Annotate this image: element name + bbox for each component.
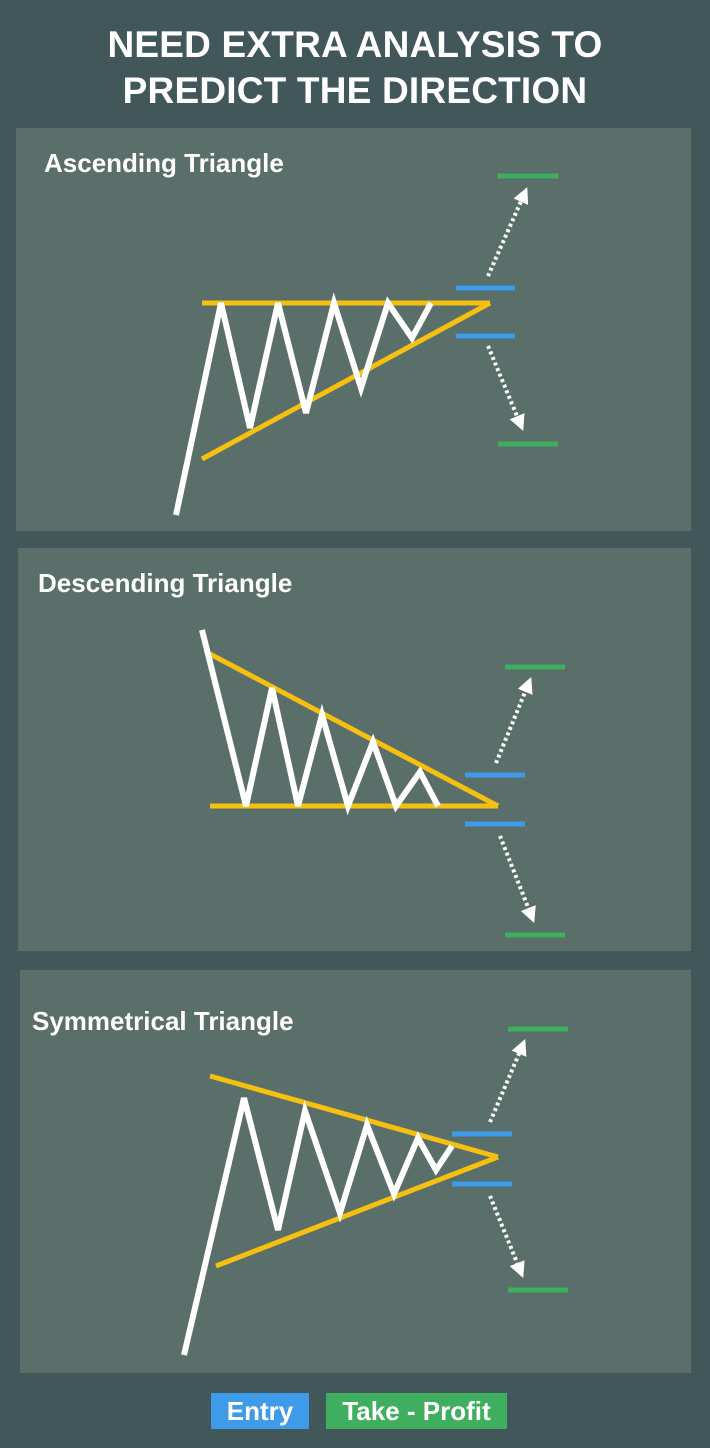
- panel-title-descending: Descending Triangle: [38, 568, 293, 598]
- descending-triangle-diagram: [199, 629, 565, 938]
- symmetrical-triangle-diagram: [181, 1026, 568, 1356]
- support-line: [200, 300, 492, 462]
- legend-take-profit: Take - Profit: [326, 1393, 507, 1429]
- price-line: [181, 1097, 455, 1356]
- page-title: NEED EXTRA ANALYSIS TO PREDICT THE DIREC…: [0, 22, 710, 114]
- resistance-line: [208, 651, 500, 809]
- price-line: [173, 292, 434, 516]
- ascending-triangle-diagram: [173, 173, 558, 516]
- symmetrical-triangle-panel: Symmetrical Triangle: [20, 970, 691, 1373]
- breakout-down-arrow: [498, 835, 536, 923]
- panel-title-ascending: Ascending Triangle: [44, 148, 284, 178]
- breakout-up-arrow: [494, 677, 533, 764]
- legend-entry: Entry: [211, 1393, 309, 1429]
- breakout-down-arrow: [486, 345, 525, 431]
- descending-triangle-panel: Descending Triangle: [18, 548, 691, 951]
- breakout-up-arrow: [488, 1039, 527, 1123]
- ascending-triangle-panel: Ascending Triangle: [16, 128, 691, 531]
- upper-trend-line: [209, 1073, 499, 1160]
- breakout-down-arrow: [488, 1195, 525, 1278]
- lower-trend-line: [215, 1154, 499, 1269]
- title-line-2: PREDICT THE DIRECTION: [122, 70, 588, 111]
- price-line: [199, 629, 441, 816]
- breakout-up-arrow: [486, 187, 529, 277]
- panel-title-symmetrical: Symmetrical Triangle: [32, 1006, 294, 1036]
- title-line-1: NEED EXTRA ANALYSIS TO: [107, 24, 603, 65]
